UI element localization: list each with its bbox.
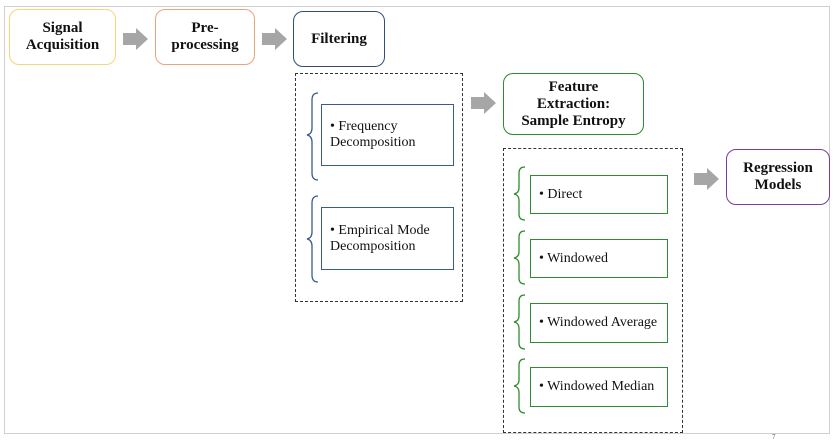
preprocessing-box: Pre- processing — [155, 9, 255, 65]
frequency-decomposition-item: • Frequency Decomposition — [321, 104, 454, 166]
entropy-methods-group — [503, 148, 683, 433]
filtering-box: Filtering — [293, 11, 385, 67]
windowed-item: • Windowed — [530, 239, 668, 278]
empirical-mode-decomposition-item: • Empirical Mode Decomposition — [321, 207, 454, 270]
filtering-methods-group — [295, 73, 463, 302]
feature-extraction-box: Feature Extraction: Sample Entropy — [503, 73, 644, 135]
direct-item: • Direct — [530, 175, 668, 214]
regression-models-box: Regression Models — [726, 149, 830, 205]
page-number: 7 — [772, 433, 776, 441]
windowed-average-item: • Windowed Average — [530, 303, 668, 343]
slide-frame — [4, 6, 830, 434]
windowed-median-item: • Windowed Median — [530, 367, 668, 407]
signal-acquisition-box: Signal Acquisition — [9, 9, 116, 65]
